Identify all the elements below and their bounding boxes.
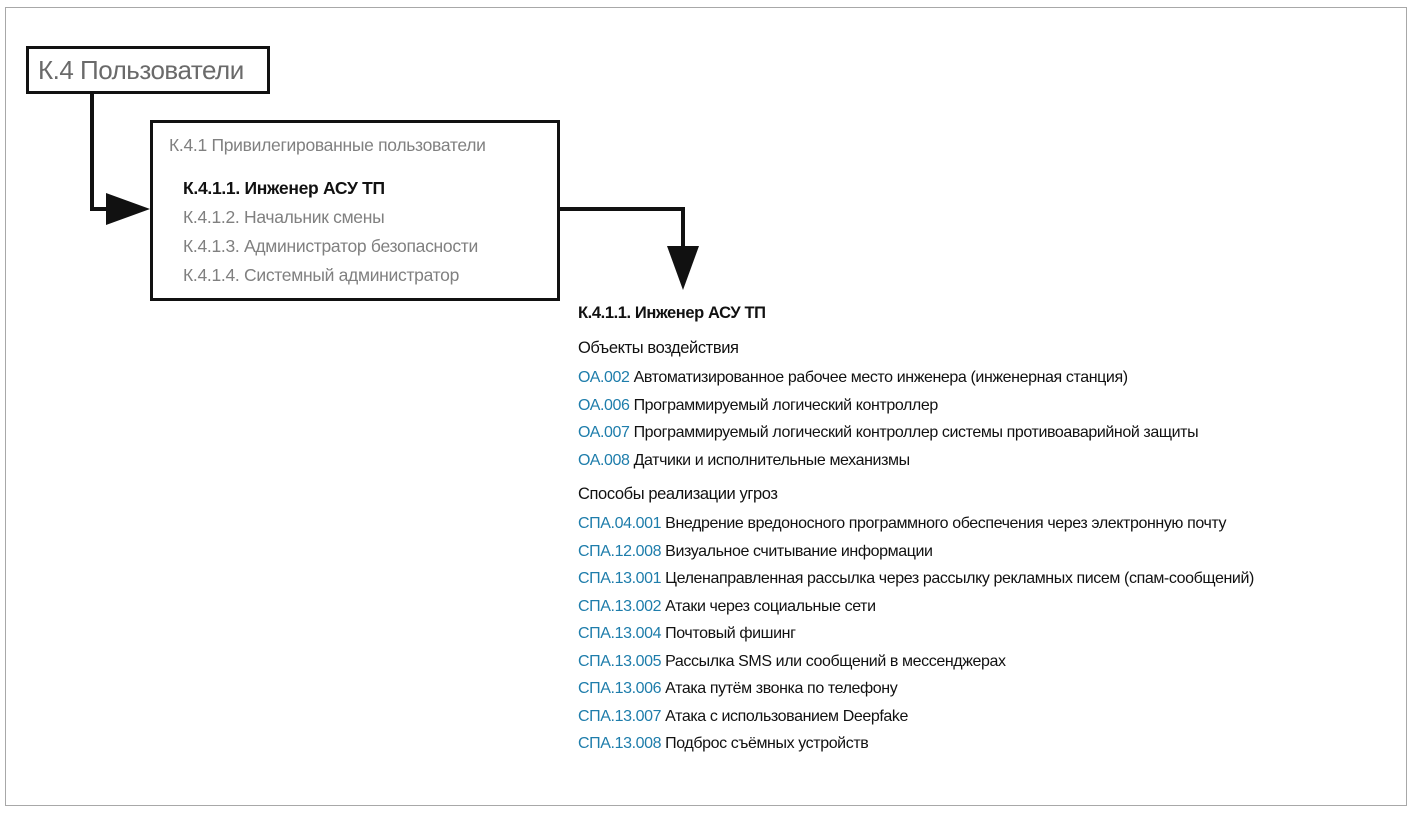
root-node-label: К.4 Пользователи bbox=[38, 54, 244, 85]
object-item: ОА.006 Программируемый логический контро… bbox=[578, 392, 1254, 420]
item-text: Почтовый фишинг bbox=[665, 625, 796, 642]
method-item: СПА.13.006 Атака путём звонка по телефон… bbox=[578, 675, 1254, 703]
item-code: СПА.13.001 bbox=[578, 570, 662, 587]
item-text: Программируемый логический контроллер си… bbox=[633, 424, 1199, 441]
privileged-user-item: К.4.1.3. Администратор безопасности bbox=[183, 236, 478, 256]
item-code: СПА.13.007 bbox=[578, 707, 662, 725]
item-code: ОА.008 bbox=[578, 451, 630, 469]
item-code: СПА.12.008 bbox=[578, 542, 662, 560]
method-item: СПА.13.008 Подброс съёмных устройств bbox=[578, 730, 1254, 758]
objects-list: ОА.002 Автоматизированное рабочее место … bbox=[578, 364, 1254, 474]
method-item: СПА.13.007 Атака с использованием Deepfa… bbox=[578, 703, 1254, 731]
item-text: Рассылка SMS или сообщений в мессенджера… bbox=[665, 652, 1006, 670]
method-item: СПА.13.001 Целенаправленная рассылка чер… bbox=[578, 565, 1254, 593]
arrow-privileged-to-detail bbox=[560, 207, 699, 290]
item-code: СПА.13.006 bbox=[578, 680, 662, 697]
item-code: ОА.002 bbox=[578, 369, 630, 386]
method-item: СПА.13.002 Атаки через социальные сети bbox=[578, 593, 1254, 621]
privileged-user-item: К.4.1.2. Начальник смены bbox=[183, 207, 385, 227]
item-code: ОА.007 bbox=[578, 424, 630, 441]
method-item: СПА.12.008 Визуальное считывание информа… bbox=[578, 538, 1254, 566]
privileged-user-item: К.4.1.1. Инженер АСУ ТП bbox=[183, 178, 385, 198]
item-text: Датчики и исполнительные механизмы bbox=[633, 451, 911, 469]
root-node-users: К.4 Пользователи bbox=[26, 46, 270, 94]
item-text: Внедрение вредоносного программного обес… bbox=[665, 515, 1227, 532]
item-text: Автоматизированное рабочее место инженер… bbox=[633, 369, 1128, 386]
detail-title: К.4.1.1. Инженер АСУ ТП bbox=[578, 304, 766, 322]
item-code: СПА.04.001 bbox=[578, 515, 662, 532]
objects-heading: Объекты воздействия bbox=[578, 339, 739, 357]
item-code: СПА.13.008 bbox=[578, 735, 662, 752]
methods-heading: Способы реализации угроз bbox=[578, 485, 778, 503]
item-text: Визуальное считывание информации bbox=[665, 542, 933, 560]
item-text: Подброс съёмных устройств bbox=[665, 735, 869, 752]
item-text: Целенаправленная рассылка через рассылку… bbox=[665, 570, 1254, 587]
diagram-frame bbox=[5, 7, 1407, 806]
object-item: ОА.008 Датчики и исполнительные механизм… bbox=[578, 447, 1254, 475]
engineer-detail-panel: К.4.1.1. Инженер АСУ ТП Объекты воздейст… bbox=[578, 298, 1254, 758]
method-item: СПА.04.001 Внедрение вредоносного програ… bbox=[578, 510, 1254, 538]
method-item: СПА.13.004 Почтовый фишинг bbox=[578, 620, 1254, 648]
item-code: СПА.13.005 bbox=[578, 652, 662, 670]
item-text: Атака с использованием Deepfake bbox=[665, 707, 908, 725]
privileged-users-title: К.4.1 Привилегированные пользователи bbox=[169, 135, 486, 155]
methods-list: СПА.04.001 Внедрение вредоносного програ… bbox=[578, 510, 1254, 758]
privileged-users-list: К.4.1.1. Инженер АСУ ТП К.4.1.2. Начальни… bbox=[183, 174, 478, 290]
arrow-root-to-privileged bbox=[90, 94, 150, 225]
object-item: ОА.002 Автоматизированное рабочее место … bbox=[578, 364, 1254, 392]
object-item: ОА.007 Программируемый логический контро… bbox=[578, 419, 1254, 447]
item-text: Атаки через социальные сети bbox=[665, 597, 876, 615]
privileged-users-node: К.4.1 Привилегированные пользователи К.4… bbox=[150, 120, 560, 301]
item-text: Программируемый логический контроллер bbox=[633, 396, 939, 414]
item-code: ОА.006 bbox=[578, 396, 630, 414]
method-item: СПА.13.005 Рассылка SMS или сообщений в … bbox=[578, 648, 1254, 676]
item-text: Атака путём звонка по телефону bbox=[665, 680, 898, 697]
item-code: СПА.13.004 bbox=[578, 625, 662, 642]
item-code: СПА.13.002 bbox=[578, 597, 662, 615]
privileged-user-item: К.4.1.4. Системный администратор bbox=[183, 265, 460, 285]
